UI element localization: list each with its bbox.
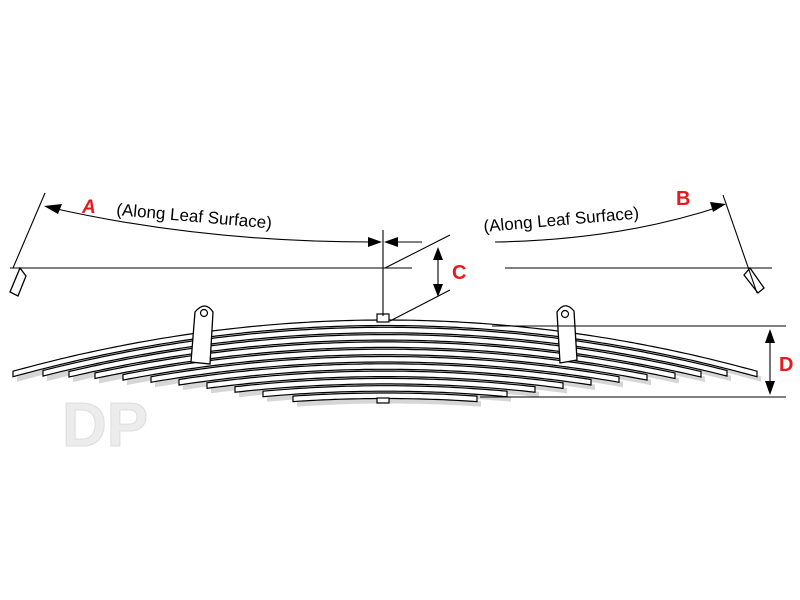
spring-leaf: [150, 355, 620, 384]
arrow-d-down-icon: [765, 381, 775, 395]
spring-leaf: [234, 377, 536, 393]
left-clamp: [190, 305, 214, 365]
label-b-note: (Along Leaf Surface): [483, 203, 640, 236]
label-a-note: (Along Leaf Surface): [116, 200, 273, 233]
label-b: B: [676, 188, 690, 210]
spring-leaf: [206, 370, 564, 389]
watermark-logo: DP: [62, 391, 149, 461]
dimension-arc-a: [47, 206, 373, 243]
leaf-shadow: [211, 376, 567, 394]
spring-leaf: [42, 326, 728, 377]
dimension-arc-b: [494, 205, 723, 243]
spring-fittings: [9, 266, 765, 404]
arrow-c-up-icon: [433, 247, 443, 260]
label-d: D: [779, 354, 793, 376]
arrow-a-right-icon: [368, 237, 382, 247]
spring-leaf: [122, 348, 648, 381]
right-clamp: [556, 305, 578, 364]
arrow-a-left-icon: [44, 204, 62, 214]
arrow-b-right-icon: [710, 202, 726, 212]
spring-leaf: [68, 334, 702, 378]
label-a: A: [81, 197, 96, 218]
arrow-c-down-icon: [433, 284, 443, 297]
spring-leaves: [12, 319, 761, 407]
label-c: C: [452, 262, 466, 284]
extension-line-c-bottom: [389, 289, 451, 322]
extension-line-b: [722, 194, 758, 294]
spring-leaf: [178, 363, 592, 386]
right-hook: [743, 266, 765, 294]
arrowheads: [44, 202, 775, 395]
dimension-lines: [10, 192, 786, 398]
arrow-d-up-icon: [765, 329, 775, 343]
spring-leaf: [94, 341, 676, 380]
center-bolt-nut: [376, 397, 390, 404]
arrow-center-offset-icon: [384, 237, 398, 247]
svg-text:DP: DP: [62, 391, 148, 460]
spring-leaf: [292, 392, 478, 403]
extension-line-c-top: [384, 234, 451, 269]
extension-line-a: [12, 192, 46, 269]
left-hook: [9, 266, 27, 297]
